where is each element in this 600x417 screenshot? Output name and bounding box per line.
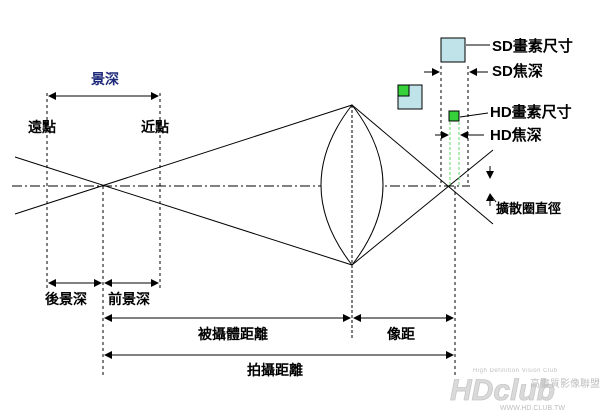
watermark-cn-name: 高畫質影像聯盟 (530, 377, 600, 390)
watermark-url: WWW.HD.CLUB.TW (500, 405, 565, 412)
sd-pixel-square (440, 37, 466, 63)
near-point-label: 近點 (141, 119, 169, 136)
coc-diameter-label: 擴散圈直徑 (496, 201, 561, 217)
sd-focal-depth-label: SD焦深 (492, 62, 543, 80)
hd-pointer (459, 112, 489, 118)
front-dof-label: 前景深 (108, 291, 150, 308)
image-distance-label: 像距 (387, 326, 415, 343)
watermark-tagline: High Definition Vision Club (473, 368, 558, 374)
coc-pointer (489, 193, 497, 203)
vertical-guides (46, 66, 469, 377)
watermark: High Definition Vision Club HDclub 高畫質影像… (450, 368, 600, 412)
sd-pixel-size-label: SD畫素尺寸 (492, 37, 573, 55)
watermark-logo: HDclub (450, 374, 555, 407)
rear-dof-label: 後景深 (45, 291, 87, 308)
hd-pixel-size-label: HD畫素尺寸 (490, 103, 572, 121)
hd-pixel-square (448, 110, 460, 122)
hd-focal-depth-label: HD焦深 (490, 126, 542, 144)
pixel-comparison-inner (397, 84, 410, 97)
hd-focal-depth-lines (449, 122, 460, 186)
light-rays (14, 104, 494, 266)
far-point-label: 遠點 (28, 119, 56, 136)
depth-of-field-label: 景深 (91, 71, 119, 88)
shooting-distance-label: 拍攝距離 (247, 362, 303, 379)
subject-distance-label: 被攝體距離 (198, 326, 268, 343)
